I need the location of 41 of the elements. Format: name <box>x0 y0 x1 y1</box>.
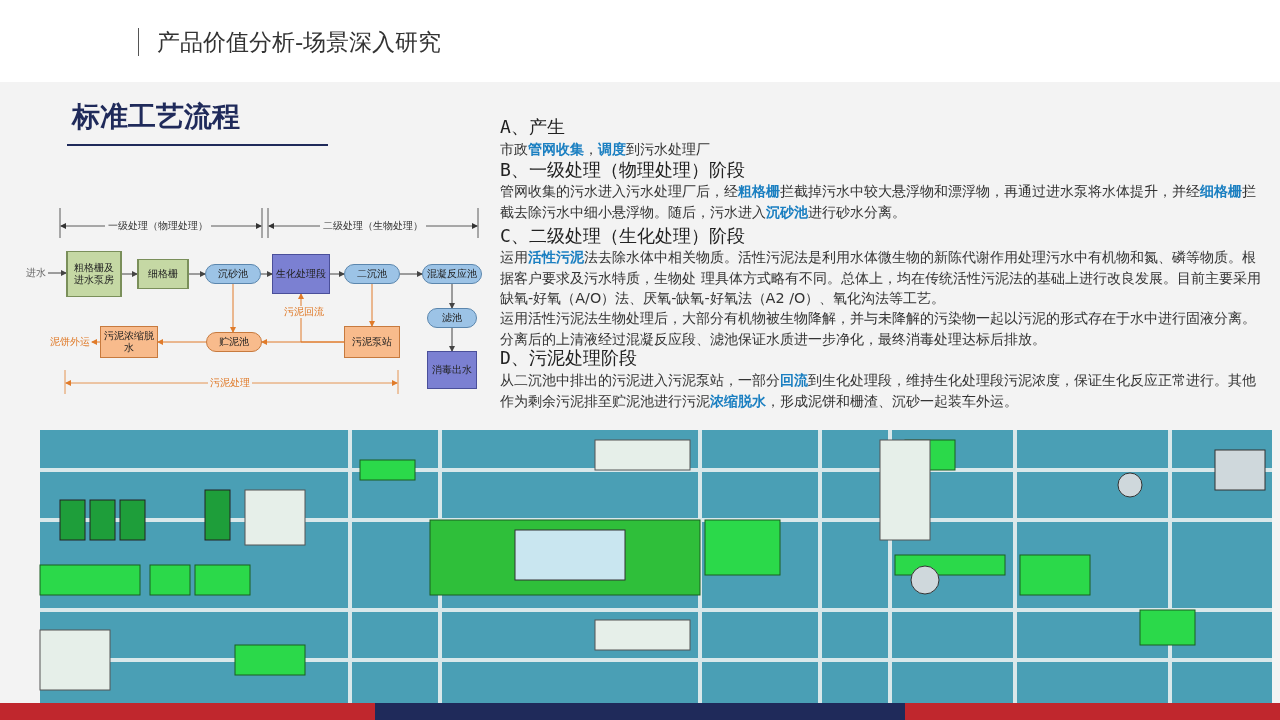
flow-label: 泥饼外运 <box>48 335 92 349</box>
process-box: 粗格栅及进水泵房 <box>66 251 122 297</box>
flow-label: 进水 <box>24 266 48 280</box>
tank-pill: 沉砂池 <box>205 264 261 284</box>
paragraph: 运用活性污泥法去除水体中相关物质。活性污泥法是利用水体微生物的新陈代谢作用处理污水中有机物和氮、磷等物质。根据客户要求及污水特质，生物处 理具体方式略有不同。总体上，均在传统活性污泥法的基础上进行改良发展。目前主要采用缺氧-好氧（A/O）法、厌氧-缺氧-好氧法（A2 /O）、氧化沟法等工艺。 <box>500 248 1262 308</box>
arrow <box>329 271 345 277</box>
paragraph: 从二沉池中排出的污泥进入污泥泵站，一部分回流到生化处理段，维持生化处理段污泥浓度，保证生化反应正常进行。其他作为剩余污泥排至贮泥池进行污泥浓缩脱水，形成泥饼和栅渣、沉砂一起装车外运。 <box>500 371 1257 411</box>
arrow <box>47 270 67 276</box>
arrow <box>369 283 375 327</box>
tank-pill: 贮泥池 <box>206 332 262 352</box>
dimension-label: 污泥处理 <box>208 377 252 389</box>
arrow <box>188 271 206 277</box>
arrow <box>298 293 345 343</box>
dimension-label: 一级处理（物理处理） <box>105 220 211 232</box>
page-title: 产品价值分析-场景深入研究 <box>157 28 442 57</box>
section-heading: A、产生 <box>500 116 565 138</box>
paragraph: 市政管网收集，调度到污水处理厂 <box>500 140 711 159</box>
process-box: 生化处理段 <box>272 254 330 294</box>
process-box: 污泥泵站 <box>344 326 400 358</box>
arrow <box>449 327 455 352</box>
process-box: 消毒出水 <box>427 351 477 389</box>
section-heading: D、污泥处理阶段 <box>500 347 637 369</box>
tank-pill: 二沉池 <box>344 264 400 284</box>
tank-pill: 滤池 <box>427 308 477 328</box>
section-heading: 标准工艺流程 <box>72 100 240 134</box>
paragraph: 运用活性污泥法生物处理后，大部分有机物被生物降解，并与未降解的污染物一起以污泥的形式存在于水中进行固液分离。分离后的上清液经过混凝反应段、滤池保证水质进一步净化，最终消毒处理达标后排放。 <box>500 309 1257 349</box>
arrow <box>157 339 207 345</box>
arrow <box>260 271 273 277</box>
edge-label: 污泥回流 <box>283 306 325 318</box>
arrow <box>449 283 455 309</box>
paragraph: 管网收集的污水进入污水处理厂后，经粗格栅拦截掉污水中较大悬浮物和漂浮物，再通过进水泵将水体提升，并经细格栅拦截去除污水中细小悬浮物。随后，污水进入沉砂池进行砂水分离。 <box>500 182 1257 222</box>
tank-pill: 混凝反应池 <box>422 264 482 284</box>
arrow <box>121 271 138 277</box>
arrow <box>91 339 101 345</box>
process-box: 细格栅 <box>137 259 189 289</box>
section-heading: B、一级处理（物理处理）阶段 <box>500 159 745 181</box>
arrow <box>399 271 423 277</box>
dimension-label: 二级处理（生物处理） <box>320 220 426 232</box>
process-box: 污泥浓缩脱水 <box>100 326 158 358</box>
arrow <box>230 283 236 333</box>
section-heading: C、二级处理（生化处理）阶段 <box>500 225 745 247</box>
